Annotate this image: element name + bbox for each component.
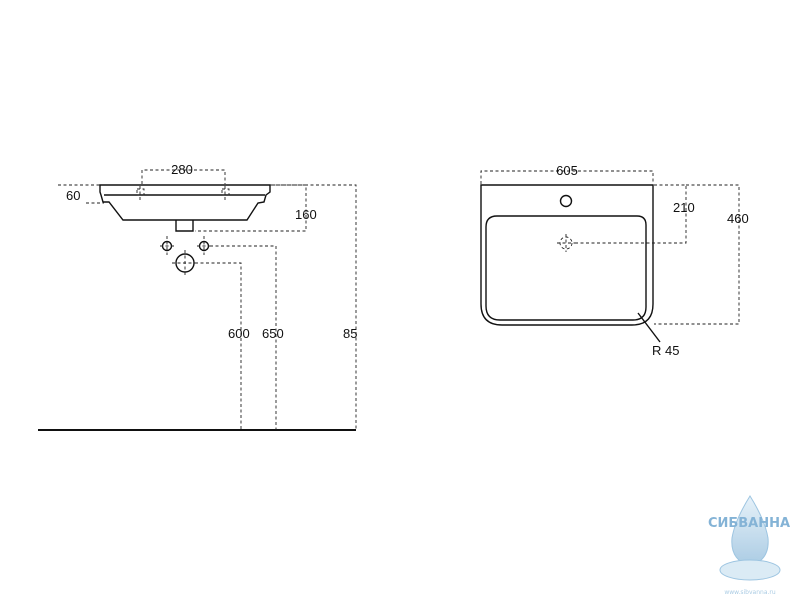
bathtub-icon — [719, 559, 781, 581]
dim-460-line — [654, 184, 740, 325]
drain-hole — [557, 234, 575, 252]
supply-pipe-left — [160, 236, 174, 255]
tap-hole — [559, 194, 573, 208]
dim-605-line — [480, 170, 654, 184]
dim-60-label: 60 — [66, 188, 80, 203]
dim-600-line — [195, 262, 242, 430]
dim-210-label: 210 — [673, 200, 695, 215]
dim-total-height-label: 85 — [343, 326, 357, 341]
dim-280-line — [141, 169, 226, 184]
watermark-logo: СИБВАННА www.sibvanna.ru — [708, 495, 790, 596]
dim-160-label: 160 — [295, 207, 317, 222]
watermark-brand: СИБВАННА — [708, 516, 790, 531]
watermark-url: www.sibvanna.ru — [724, 589, 776, 596]
front-view: 605 210 460 R 45 — [480, 163, 749, 358]
tap-hole-right — [221, 188, 230, 196]
dim-280-label: 280 — [171, 162, 193, 177]
basin-inner-bowl — [485, 215, 647, 321]
side-view: 280 60 160 600 650 85 — [38, 162, 357, 431]
dim-total-height-line — [272, 184, 357, 430]
water-drop-icon — [731, 495, 769, 567]
dim-160-line — [195, 184, 307, 232]
waste-outlet — [172, 250, 198, 277]
dim-210-line — [575, 184, 687, 244]
tap-hole-left — [136, 188, 145, 196]
dim-605-label: 605 — [556, 163, 578, 178]
radius-leader — [637, 312, 661, 343]
drain-outlet — [175, 220, 194, 232]
basin-outer-outline — [480, 184, 654, 326]
dim-r45-label: R 45 — [652, 343, 679, 358]
dim-650-label: 650 — [262, 326, 284, 341]
dim-460-label: 460 — [727, 211, 749, 226]
dim-600-label: 600 — [228, 326, 250, 341]
supply-pipe-right — [197, 236, 211, 255]
dim-650-line — [210, 245, 277, 430]
basin-side-outline — [99, 184, 271, 221]
